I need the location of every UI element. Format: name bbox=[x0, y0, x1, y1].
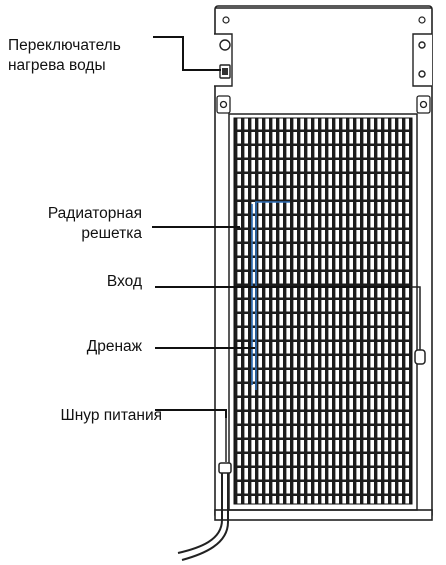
bolt-icon bbox=[418, 70, 426, 78]
heater-switch-label-line1: Переключатель bbox=[8, 37, 121, 54]
radiator-grille bbox=[233, 117, 413, 505]
bolt-icon bbox=[418, 41, 426, 49]
drain-label: Дренаж bbox=[86, 338, 142, 355]
bolt-icon bbox=[418, 16, 426, 24]
radiator-label-line1: Радиаторная bbox=[47, 205, 142, 222]
top-bolts bbox=[222, 16, 426, 24]
power-cord bbox=[177, 415, 232, 561]
bottom-base bbox=[214, 509, 433, 521]
heater-switch-label-line2: нагрева воды bbox=[8, 57, 106, 74]
right-bracket bbox=[412, 33, 432, 87]
inlet-label: Вход bbox=[106, 273, 142, 290]
inlet-tube bbox=[408, 286, 426, 365]
cord-clip-icon bbox=[218, 462, 232, 474]
grille-frame bbox=[228, 113, 418, 511]
leader-power-cord bbox=[155, 409, 227, 418]
coolant-tube bbox=[251, 201, 290, 390]
radiator-label-line2: решетка bbox=[81, 225, 142, 242]
cooler-cabinet bbox=[214, 5, 433, 521]
left-bracket bbox=[214, 33, 233, 87]
corner-clips bbox=[216, 95, 431, 114]
heater-switch-label: Переключатель нагрева воды bbox=[8, 36, 121, 76]
switch-knob-icon bbox=[219, 39, 231, 51]
inlet-cap-icon bbox=[414, 349, 426, 365]
leader-heater-switch bbox=[153, 36, 221, 71]
bolt-icon bbox=[222, 16, 230, 24]
leader-lines bbox=[152, 36, 410, 418]
radiator-label: Радиаторная решетка bbox=[48, 204, 142, 244]
power-cord-label: Шнур питания bbox=[60, 407, 162, 424]
